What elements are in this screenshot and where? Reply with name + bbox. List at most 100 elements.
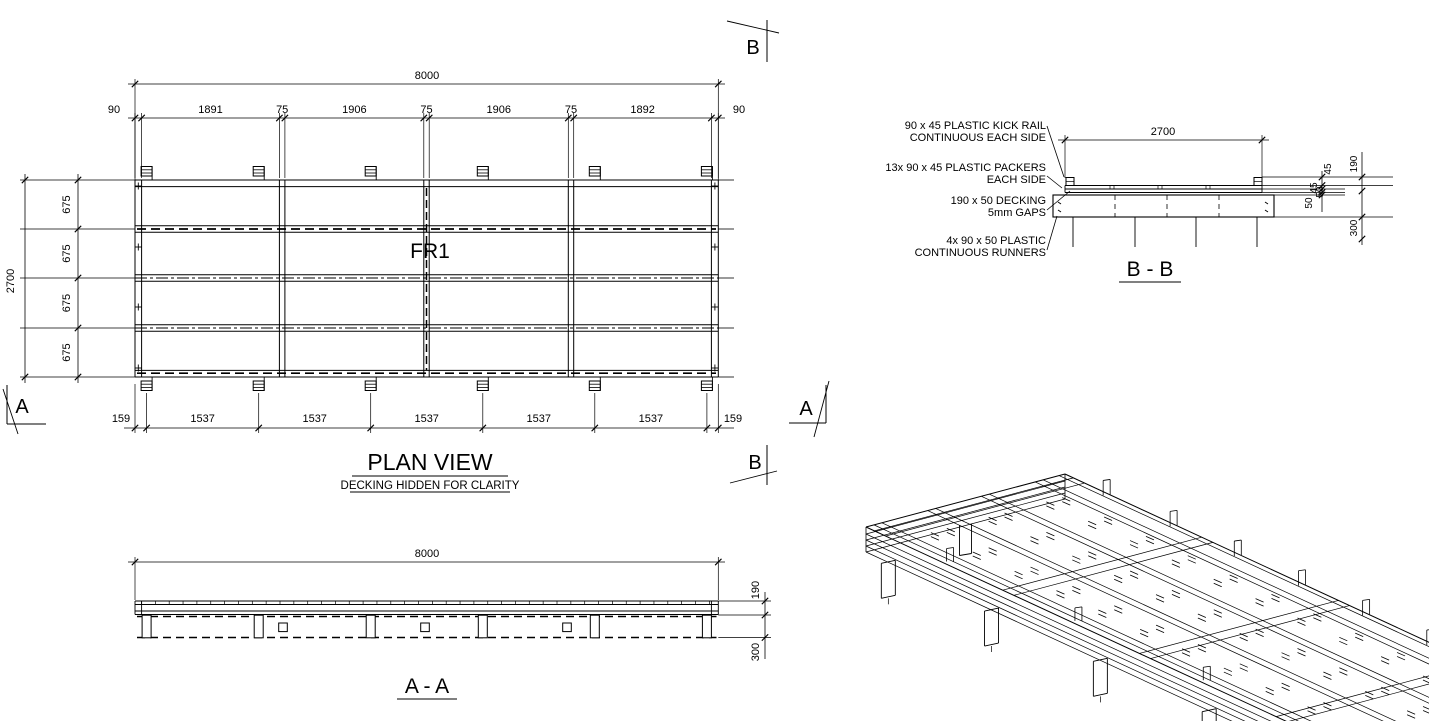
plan-bottom-dim: 159 <box>112 413 130 425</box>
cad-line <box>700 380 713 391</box>
cad-line <box>1313 613 1322 618</box>
plan-top-dim: 90 <box>733 104 745 116</box>
plan-left-dim: 675 <box>61 343 73 361</box>
cad-line <box>1339 636 1348 642</box>
cad-line <box>865 492 1066 547</box>
cad-line <box>252 380 265 391</box>
cad-line <box>1155 628 1165 633</box>
cad-line <box>865 498 1066 553</box>
cad-line <box>1339 640 1348 646</box>
cad-line <box>865 526 1287 721</box>
cad-line <box>1229 578 1238 583</box>
cad-line <box>141 614 152 639</box>
cad-line <box>1318 173 1326 181</box>
cad-line <box>1313 617 1322 622</box>
cad-line <box>1406 710 1416 715</box>
plan-top-dim: 1906 <box>342 104 366 116</box>
cad-line <box>1318 185 1326 193</box>
plan-top-dim: 1891 <box>198 104 222 116</box>
bb-kick-rail-dim: 45 <box>1323 163 1334 175</box>
cad-line <box>946 547 954 549</box>
cad-line <box>1381 686 1390 692</box>
cad-line <box>1239 636 1248 642</box>
cad-line <box>140 166 153 177</box>
cad-line <box>1062 501 1071 506</box>
cad-line <box>1030 540 1039 545</box>
cad-line <box>562 622 572 633</box>
cad-line <box>1213 613 1222 618</box>
cad-line <box>1145 535 1155 541</box>
cad-line <box>1171 563 1181 568</box>
cad-line <box>1046 501 1055 506</box>
bb-note-runners: CONTINUOUS RUNNERS <box>915 247 1046 259</box>
cad-line <box>1093 692 1108 697</box>
cad-line <box>865 545 1246 721</box>
cad-line <box>1339 667 1348 672</box>
cad-line <box>252 166 265 177</box>
cad-line <box>1203 665 1211 668</box>
bb-packer-dim: 45 <box>1309 182 1320 194</box>
cad-line <box>984 642 999 647</box>
cad-line <box>1358 235 1366 243</box>
cad-line <box>1281 682 1290 688</box>
cad-line <box>74 324 82 332</box>
section-bb-geometry <box>1046 125 1393 283</box>
cad-line <box>1046 531 1055 537</box>
aa-deck-height-dim: 190 <box>750 581 762 599</box>
cad-line <box>988 547 997 552</box>
cad-line <box>1318 188 1326 197</box>
cad-line <box>1213 578 1222 584</box>
frame-label: FR1 <box>410 240 450 263</box>
bb-note-kick-rail: 90 x 45 PLASTIC KICK RAIL <box>905 120 1046 132</box>
cad-line <box>1323 671 1332 676</box>
cad-line <box>1181 652 1191 657</box>
cad-line <box>1129 574 1139 579</box>
bb-stack-height-dim: 190 <box>1349 155 1360 172</box>
cad-line <box>1171 590 1181 595</box>
bb-note-kick-rail: CONTINUOUS EACH SIDE <box>910 132 1046 144</box>
cad-line <box>1057 209 1062 213</box>
cad-line <box>701 614 712 639</box>
cad-line <box>1129 570 1139 575</box>
cad-line <box>1426 629 1429 631</box>
cad-line <box>1155 594 1165 599</box>
plan-top-dim: 90 <box>108 104 120 116</box>
cad-line <box>1281 686 1290 692</box>
cad-line <box>726 20 780 34</box>
cad-line <box>1139 632 1149 638</box>
section-aa-title: A - A <box>405 675 449 698</box>
cad-line <box>959 553 972 556</box>
plan-bottom-dim: 1537 <box>190 413 214 425</box>
cad-line <box>1265 687 1274 692</box>
section-bb-title: B - B <box>1127 258 1174 281</box>
cad-line <box>1103 520 1113 525</box>
section-marker-b-top: B <box>746 37 759 59</box>
cad-line <box>1307 710 1316 715</box>
cad-line <box>1014 574 1023 580</box>
cad-line <box>761 597 769 605</box>
cad-line <box>865 539 1259 721</box>
cad-line <box>1042 479 1429 659</box>
aa-overall-width-dim: 8000 <box>415 548 439 560</box>
cad-line <box>1197 644 1207 649</box>
cad-line <box>1264 201 1269 205</box>
isometric-view <box>865 473 1429 721</box>
cad-line <box>1030 566 1039 571</box>
cad-line <box>1170 509 1178 512</box>
cad-line <box>1155 598 1165 603</box>
cad-line <box>1255 602 1264 607</box>
cad-line <box>476 380 489 391</box>
cad-line <box>1307 706 1316 711</box>
cad-line <box>1358 187 1366 195</box>
cad-line <box>865 533 1272 721</box>
cad-line <box>1004 512 1013 517</box>
cad-line <box>1297 617 1306 622</box>
bb-decking-dim: 50 <box>1315 186 1326 198</box>
bb-note-runners: 4x 90 x 50 PLASTIC <box>946 235 1046 247</box>
cad-line <box>1014 570 1023 576</box>
cad-line <box>1103 479 1111 481</box>
cad-line <box>1072 590 1081 595</box>
cad-line <box>1239 663 1248 668</box>
cad-line <box>989 493 1429 698</box>
